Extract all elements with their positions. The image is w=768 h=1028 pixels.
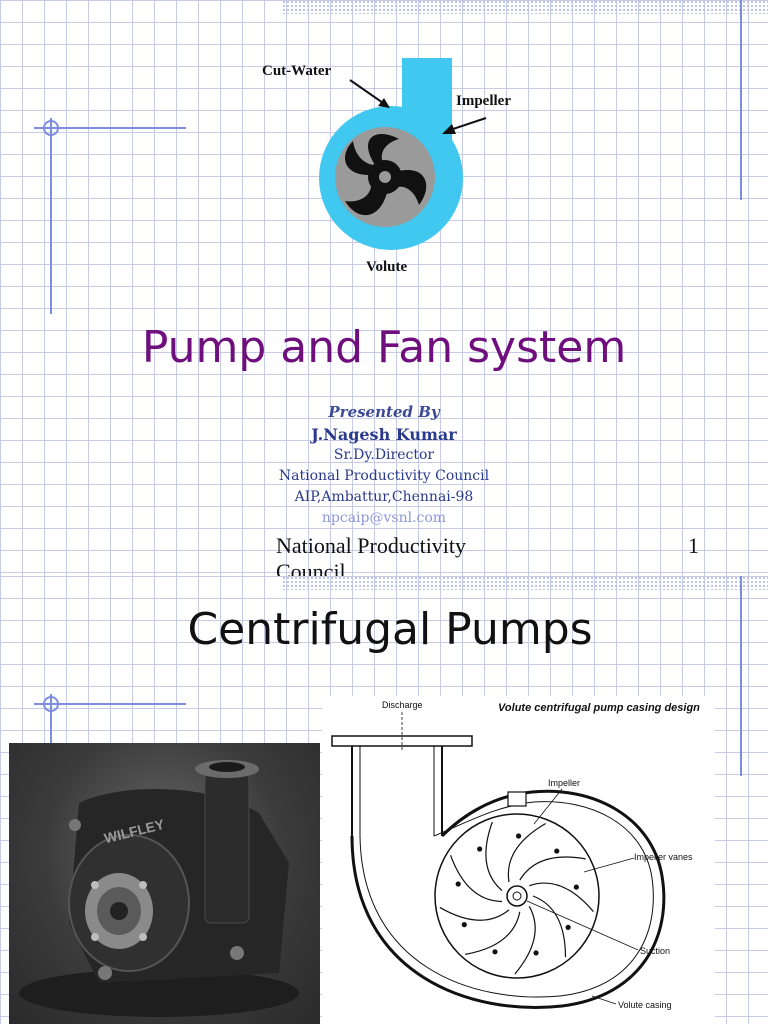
organization: National Productivity Council [278,468,490,484]
volute-casing-drawing: Volute centrifugal pump casing design Di… [322,696,715,1024]
address: AIP,Ambattur,Chennai-98 [294,489,474,505]
presented-by-label: Presented By [328,403,440,421]
accent-line-top [34,703,186,705]
pump-photo: WILFLEY [9,743,320,1024]
dotted-band [282,576,768,590]
flow-arrow [515,833,522,839]
pump-diagram [319,58,487,250]
impeller-vane [507,822,546,883]
impeller-vane [449,854,502,903]
flow-arrow [492,949,498,955]
cut-water-pointer [349,79,387,106]
designation: Sr.Dy.Director [333,447,435,463]
accent-line-left [50,118,52,314]
presenter-name: J.Nagesh Kumar [311,425,457,444]
accent-line-top [34,127,186,129]
suction-label: Suction [640,946,670,956]
impeller-vane [529,882,594,913]
impeller-vane [465,911,521,955]
flow-arrow [565,924,571,930]
pump-illustration: WILFLEY [19,760,299,1017]
slide-title-2: Centrifugal Pumps [187,604,593,655]
impeller-hub [379,171,391,183]
impeller-vane [514,905,536,975]
slide-title: Pump and Fan system [141,322,627,373]
dotted-band [282,0,768,14]
impeller-vanes [439,821,594,975]
impeller-vane [485,821,503,891]
page-number: 1 [688,533,699,558]
flow-arrow [533,950,539,956]
impeller-arrowhead [442,124,456,134]
flow-arrow [573,884,579,890]
cut-water-label: Cut-Water [262,63,332,79]
email-address: npcaip@vsnl.com [321,510,447,526]
slide-1: Cut-Water Impeller Volute Pump and Fan s… [0,0,768,576]
volute-diagram: Volute centrifugal pump casing design Di… [331,700,700,1010]
impeller-blades [345,134,427,216]
cut-water-arrowhead [378,98,390,108]
flow-arrow [477,846,483,852]
impeller-vane [439,906,510,921]
discharge-label: Discharge [382,700,423,710]
footer-organization: National Productivity Council [276,533,467,576]
impeller-label: Impeller [456,93,511,109]
impeller-label-2: Impeller [548,778,580,788]
flow-arrow [554,848,560,854]
impeller-pointer [449,117,487,131]
drawing-caption: Volute centrifugal pump casing design [498,702,700,714]
crosshair-ornament [43,120,59,136]
accent-line-right [740,0,742,200]
impeller-vane [532,895,567,958]
flow-arrow [461,922,467,928]
accent-line-right [740,576,742,776]
crosshair-ornament [43,696,59,712]
flow-arrow [455,881,461,887]
impeller-vane [519,856,586,881]
impeller-vanes-label: Impeller vanes [634,852,693,862]
volute-casing-label: Volute casing [618,1000,672,1010]
volute-label: Volute [366,259,408,275]
